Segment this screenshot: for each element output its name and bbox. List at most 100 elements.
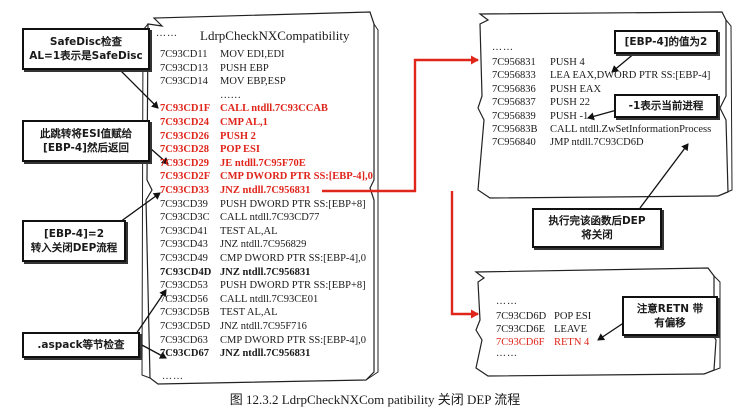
main-instruction: CALL ntdll.7C93CD77 [220, 212, 320, 224]
right-bottom-address: 7C93CD6F [496, 337, 545, 348]
main-address: 7C93CD63 [160, 334, 208, 346]
right-bottom-address: 7C93CD6E [496, 324, 546, 335]
main-row: 7C93CD24 CMP AL,1 [160, 116, 268, 129]
right-top-address: 7C95683B [492, 124, 538, 135]
main-row: 7C93CD26 PUSH 2 [160, 130, 256, 143]
main-row: 7C93CD1F CALL ntdll.7C93CCAB [160, 102, 328, 115]
callout-dep-off: 执行完该函数后DEP 将关闭 [532, 208, 662, 248]
main-address: 7C93CD39 [160, 198, 208, 210]
pointer-aspack-b [139, 343, 167, 359]
main-address: 7C93CD28 [160, 144, 209, 156]
jump-arrow-to-retn [450, 191, 479, 319]
main-instruction: MOV EBP,ESP [220, 76, 286, 88]
callout-safedisc-line-1: SafeDisc检查 [49, 36, 123, 48]
main-instruction: POP ESI [220, 144, 260, 156]
main-address: 7C93CD1F [160, 103, 211, 115]
main-address: 7C93CD29 [160, 157, 209, 169]
main-address: 7C93CD5D [160, 321, 211, 332]
callout-jump-esi-line-2: [EBP-4]然后返回 [43, 142, 129, 154]
right-top-address: 7C956836 [492, 83, 536, 95]
callout-ebp-eq-2: [EBP-4]=2 转入关闭DEP流程 [22, 220, 126, 262]
main-instruction: CMP DWORD PTR SS:[EBP-4],0 [220, 334, 367, 346]
callout-current-process-line-1: -1表示当前进程 [628, 100, 704, 112]
right-bottom-dots-top: …… [496, 296, 518, 307]
main-address: 7C93CD67 [160, 348, 209, 360]
right-top-row: 7C956831 PUSH 4 [492, 56, 585, 69]
main-address: 7C93CD24 [160, 117, 209, 128]
jump-arrow-to-zwset [322, 55, 479, 193]
right-top-row: 7C956833 LEA EAX,DWORD PTR SS:[EBP-4] [492, 69, 710, 82]
main-instruction: PUSH EBP [220, 62, 269, 74]
main-instruction: TEST AL,AL [220, 307, 278, 319]
right-top-address: 7C956840 [492, 137, 536, 149]
main-instruction: CALL ntdll.7C93CCAB [220, 103, 328, 115]
callout-ebp-eq-2-line-2: 转入关闭DEP流程 [30, 242, 118, 254]
callout-dep-off-line-1: 执行完该函数后DEP [548, 215, 646, 227]
pointer-safedisc [119, 69, 159, 109]
main-address: 7C93CD2F [160, 171, 211, 183]
callout-current-process: -1表示当前进程 [614, 94, 718, 118]
main-address: 7C93CD41 [160, 225, 208, 237]
right-top-instruction: PUSH -1 [550, 110, 589, 122]
callout-jump-esi: 此跳转将ESI值赋给 [EBP-4]然后返回 [22, 120, 150, 162]
right-bottom-row: 7C93CD6F RETN 4 [496, 336, 589, 349]
pointer-dep-off [639, 143, 689, 209]
callout-safedisc: SafeDisc检查 AL=1表示是SafeDisc [22, 28, 150, 70]
main-instruction: JNZ ntdll.7C95F716 [220, 321, 307, 332]
main-instruction: PUSH DWORD PTR SS:[EBP+8] [220, 198, 366, 210]
callout-aspack: .aspack等节检查 [22, 332, 140, 358]
main-address: 7C93CD53 [160, 280, 208, 292]
main-instruction: JNZ ntdll.7C956831 [220, 266, 311, 278]
main-row: 7C93CD5D JNZ ntdll.7C95F716 [160, 320, 307, 333]
main-instruction: …… [220, 89, 241, 101]
pointer-aspack-a [135, 289, 167, 335]
main-instruction: CMP AL,1 [220, 117, 268, 128]
main-instruction: MOV EDI,EDI [220, 49, 285, 60]
right-top-instruction: PUSH 4 [550, 57, 585, 68]
main-row: 7C93CD39 PUSH DWORD PTR SS:[EBP+8] [160, 198, 366, 211]
main-row: 7C93CD63 CMP DWORD PTR SS:[EBP-4],0 [160, 334, 366, 347]
main-address: 7C93CD49 [160, 253, 208, 264]
main-address: 7C93CD33 [160, 185, 209, 196]
callout-ebp-value-line-1: [EBP-4]的值为2 [624, 36, 708, 48]
main-address: 7C93CD43 [160, 239, 208, 251]
right-top-address: 7C956831 [492, 57, 536, 68]
right-top-address: 7C956833 [492, 70, 536, 82]
main-dots-bottom: …… [162, 371, 184, 382]
pointer-ebp-value [611, 51, 637, 73]
pointer-ebp-eq-2 [119, 192, 161, 223]
main-instruction: JNZ ntdll.7C956829 [220, 239, 307, 251]
callout-safedisc-line-2: AL=1表示是SafeDisc [29, 50, 143, 62]
main-row: 7C93CD28 POP ESI [160, 143, 260, 156]
callout-dep-off-line-2: 将关闭 [581, 229, 613, 241]
callout-ebp-eq-2-line-1: [EBP-4]=2 [43, 228, 105, 240]
right-top-instruction: PUSH EAX [550, 83, 602, 95]
main-dots-top: …… [156, 28, 178, 39]
main-instruction: PUSH 2 [220, 130, 256, 142]
right-top-code-panel [477, 11, 733, 199]
figure-caption: 图 12.3.2 LdrpCheckNXCom patibility 关闭 DE… [229, 392, 521, 407]
right-bottom-instruction: POP ESI [554, 311, 592, 322]
right-top-instruction: LEA EAX,DWORD PTR SS:[EBP-4] [550, 70, 711, 82]
callout-retn-offset-line-2: 有偏移 [654, 317, 686, 329]
callout-ebp-value: [EBP-4]的值为2 [614, 30, 718, 54]
main-instruction: CALL ntdll.7C93CE01 [220, 293, 319, 305]
right-bottom-instruction: RETN 4 [554, 337, 590, 348]
main-row: 7C93CD43 JNZ ntdll.7C956829 [160, 238, 306, 251]
pointer-jump-esi [149, 147, 169, 165]
main-address: 7C93CD26 [160, 130, 209, 142]
main-address: 7C93CD11 [160, 49, 208, 60]
callout-retn-offset: 注意RETN 带 有偏移 [622, 296, 718, 336]
